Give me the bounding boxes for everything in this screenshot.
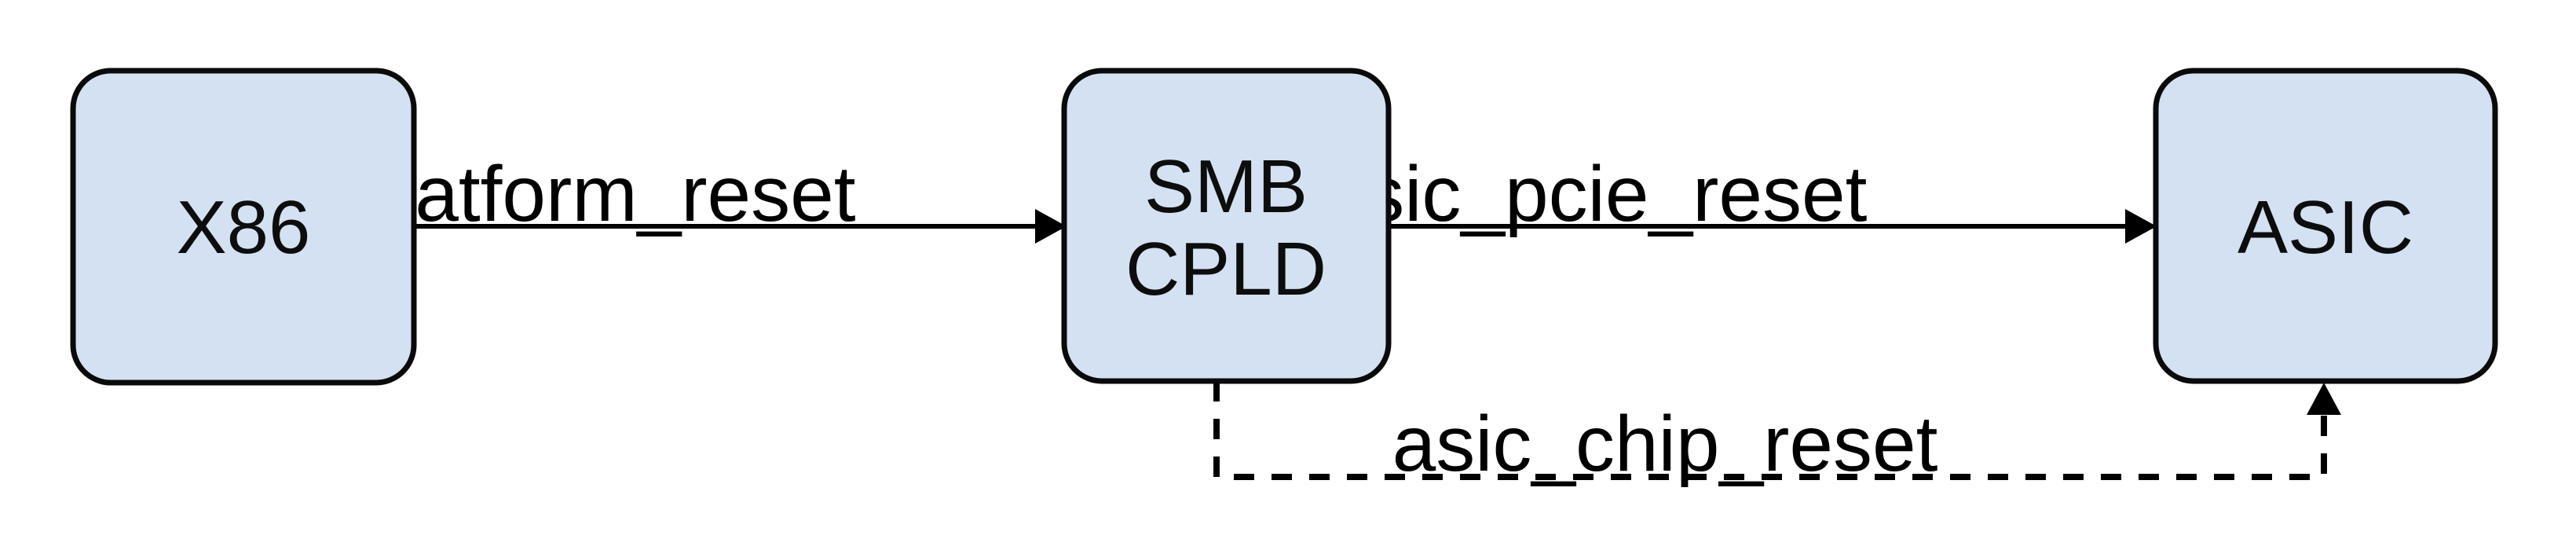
edge-asic-chip-reset-line — [1213, 381, 2327, 480]
node-smb-cpld-label-line-2: CPLD — [1125, 227, 1326, 311]
edge-platform-reset-label: platform_reset — [353, 150, 855, 238]
node-smb-cpld[interactable]: SMB CPLD — [1061, 68, 1392, 384]
node-asic-label: ASIC — [2238, 185, 2413, 270]
node-smb-cpld-label-line-1: SMB — [1144, 145, 1308, 229]
edge-asic-chip-reset: asic_chip_reset — [1213, 381, 2341, 488]
node-x86-label: X86 — [177, 185, 311, 270]
edge-asic-pcie-reset-label: asic_pcie_reset — [1322, 150, 1868, 238]
node-x86-shape[interactable] — [70, 68, 417, 386]
node-asic-shape[interactable] — [2153, 68, 2498, 384]
node-asic[interactable]: ASIC — [2153, 68, 2498, 384]
edge-asic-pcie-reset-arrowhead — [2125, 209, 2157, 244]
node-x86[interactable]: X86 — [70, 68, 417, 386]
edge-asic-pcie-reset: asic_pcie_reset — [1322, 150, 2157, 244]
edge-asic-chip-reset-label: asic_chip_reset — [1392, 400, 1938, 488]
edge-platform-reset-arrowhead — [1035, 209, 1067, 244]
node-smb-cpld-shape[interactable] — [1061, 68, 1392, 384]
edge-asic-chip-reset-arrowhead — [2307, 383, 2341, 415]
edge-platform-reset: platform_reset — [353, 150, 1067, 244]
